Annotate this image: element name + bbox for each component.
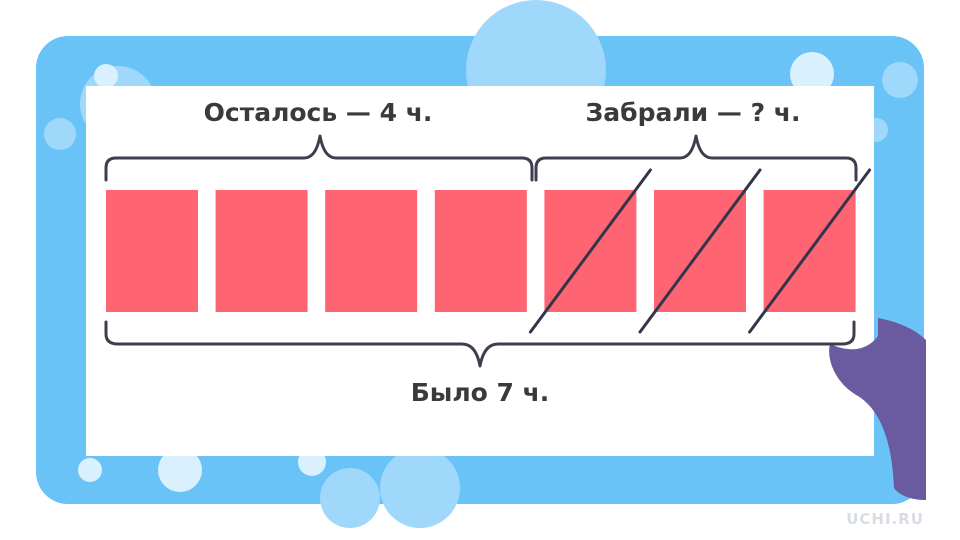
strike-line xyxy=(638,168,762,334)
part-remaining xyxy=(325,190,418,312)
uchi-ru-watermark: UCHI.RU xyxy=(846,510,924,528)
strike-lines xyxy=(528,168,872,334)
brace-taken xyxy=(534,134,858,182)
label-total: Было 7 ч. xyxy=(410,378,550,407)
purple-shape xyxy=(829,318,926,500)
brace-remaining xyxy=(104,134,534,182)
label-remaining: Осталось — 4 ч. xyxy=(203,98,433,127)
strike-line xyxy=(528,168,652,334)
part-remaining xyxy=(106,190,198,312)
parts-row xyxy=(106,190,856,312)
part-remaining xyxy=(215,190,308,312)
brace-total xyxy=(104,320,856,368)
strike-line xyxy=(748,168,872,334)
part-remaining xyxy=(434,190,527,312)
label-taken: Забрали — ? ч. xyxy=(585,98,801,127)
